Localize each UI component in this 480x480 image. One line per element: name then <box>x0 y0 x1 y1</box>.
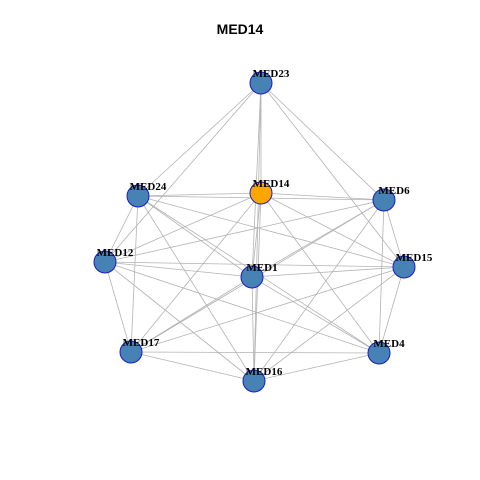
node-med1[interactable] <box>240 265 264 289</box>
edge-med15-med16 <box>253 266 405 382</box>
node-med6[interactable] <box>372 188 396 212</box>
edge-med24-med15 <box>137 195 405 268</box>
edge-med1-med4 <box>251 276 380 354</box>
edge-med12-med17 <box>104 261 132 353</box>
node-label-med14: MED14 <box>253 178 290 190</box>
node-label-med12: MED12 <box>97 247 134 259</box>
edge-med1-med15 <box>251 266 405 278</box>
edge-med12-med1 <box>104 261 253 278</box>
edge-med12-med4 <box>104 261 380 354</box>
edge-med23-med1 <box>251 82 262 278</box>
node-label-med16: MED16 <box>246 366 283 378</box>
edge-med24-med17 <box>130 195 139 353</box>
edge-med15-med17 <box>130 266 405 353</box>
node-med16[interactable] <box>242 369 266 393</box>
edge-med23-med16 <box>253 82 262 382</box>
edge-med6-med16 <box>253 199 385 382</box>
node-label-med1: MED1 <box>246 262 277 274</box>
edge-med14-med1 <box>251 192 262 278</box>
node-label-med17: MED17 <box>123 337 160 349</box>
node-med17[interactable] <box>119 340 143 364</box>
node-label-med24: MED24 <box>130 181 167 193</box>
node-label-med23: MED23 <box>253 68 290 80</box>
node-med12[interactable] <box>93 250 117 274</box>
edge-med24-med1 <box>137 195 253 278</box>
edge-med6-med12 <box>104 199 385 263</box>
edge-med23-med12 <box>104 82 262 263</box>
edge-med14-med6 <box>260 192 385 201</box>
node-label-med4: MED4 <box>373 338 405 350</box>
edge-med6-med15 <box>383 199 405 268</box>
edge-med14-med17 <box>130 192 262 353</box>
edge-med24-med16 <box>137 195 255 382</box>
edge-med12-med15 <box>104 261 405 268</box>
edge-med23-med24 <box>137 82 262 197</box>
edge-med14-med4 <box>260 192 380 354</box>
edge-med23-med6 <box>260 82 385 201</box>
edge-med4-med16 <box>253 352 380 382</box>
node-med15[interactable] <box>392 255 416 279</box>
edge-med1-med16 <box>251 276 255 382</box>
edges-layer <box>104 82 405 382</box>
edge-med15-med4 <box>378 266 405 354</box>
node-med23[interactable] <box>249 71 273 95</box>
node-label-med6: MED6 <box>378 185 410 197</box>
node-med4[interactable] <box>367 341 391 365</box>
node-label-med15: MED15 <box>396 252 433 264</box>
edge-med1-med17 <box>130 276 253 353</box>
edge-med6-med4 <box>378 199 385 354</box>
node-med24[interactable] <box>126 184 150 208</box>
edge-med17-med16 <box>130 351 255 382</box>
edge-med14-med24 <box>137 192 262 197</box>
nodes-layer <box>93 71 416 393</box>
edge-med17-med4 <box>130 351 380 354</box>
node-med14[interactable] <box>249 181 273 205</box>
edge-med24-med12 <box>104 195 139 263</box>
graph-title: MED14 <box>216 21 264 37</box>
edge-med23-med15 <box>260 82 405 268</box>
